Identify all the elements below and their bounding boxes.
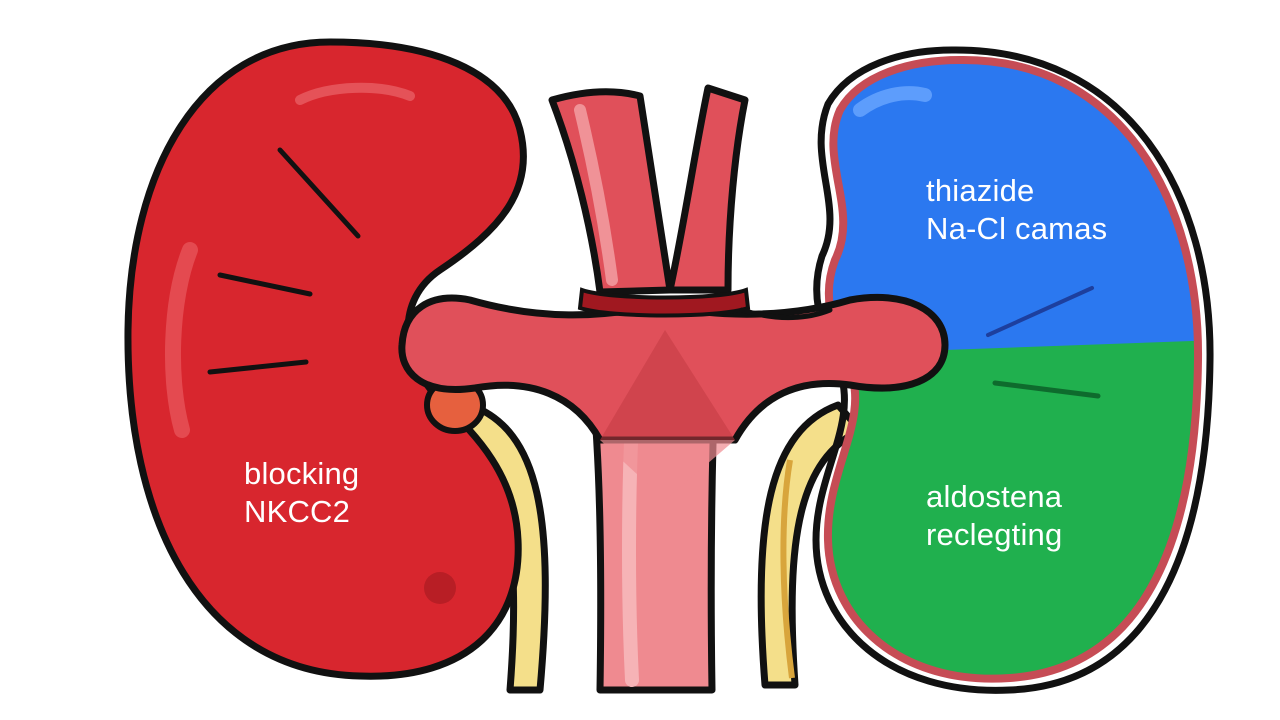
right-lower-label-line-1: aldostena <box>926 479 1063 514</box>
left-kidney-spot <box>424 572 456 604</box>
right-kidney-lower-region <box>827 340 1199 679</box>
central-vessel <box>398 84 949 694</box>
vessel-ring <box>577 287 751 318</box>
ureters <box>441 401 864 694</box>
left-kidney-label: blocking NKCC2 <box>244 455 359 531</box>
right-kidney-stroke-2 <box>992 380 1101 399</box>
left-label-line-2: NKCC2 <box>244 494 351 529</box>
right-upper-label-line-2: Na-Cl camas <box>926 211 1108 246</box>
right-kidney-lower-label: aldostena reclegting <box>926 478 1062 554</box>
left-kidney-stroke-3 <box>207 359 309 375</box>
left-kidney-highlight <box>164 242 198 438</box>
right-lower-label-line-2: reclegting <box>926 517 1063 552</box>
left-kidney-stroke-2 <box>217 272 313 297</box>
right-kidney-upper-label: thiazide Na-Cl camas <box>926 172 1107 248</box>
right-kidney-rim <box>823 55 1203 683</box>
left-kidney-stroke-1 <box>277 147 361 239</box>
right-upper-label-line-1: thiazide <box>926 173 1035 208</box>
right-kidney-stroke-1 <box>986 286 1094 337</box>
vessel-right-branch <box>666 84 749 294</box>
left-kidney <box>124 38 527 680</box>
left-kidney-body <box>124 38 527 680</box>
left-label-line-1: blocking <box>244 456 360 491</box>
